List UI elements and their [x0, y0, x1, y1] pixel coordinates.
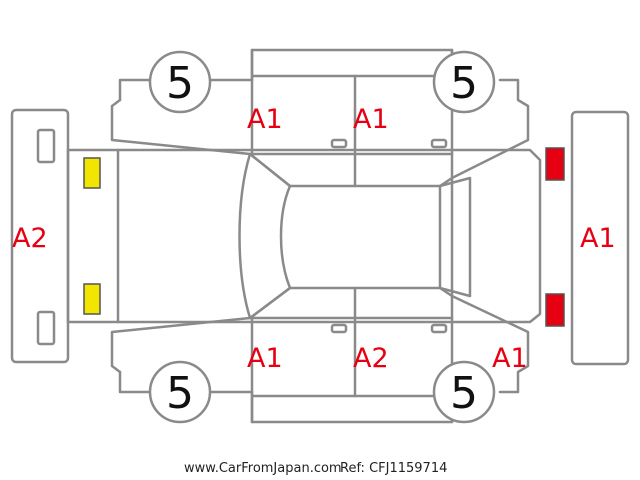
- front-lamp-markers: [83, 157, 101, 315]
- rear-lamp-markers: [545, 147, 565, 327]
- damage-label-bottom-quarter: A1: [492, 343, 528, 374]
- rear-bumper: [570, 110, 630, 366]
- tire-front-left-tread: 5: [166, 58, 194, 109]
- footer-url: www.CarFromJapan.com: [184, 461, 342, 476]
- tire-rear-left: 5: [432, 50, 496, 114]
- tire-front-right: 5: [148, 360, 212, 424]
- damage-label-top-front-door: A1: [247, 104, 283, 135]
- tire-front-left: 5: [148, 50, 212, 114]
- rear-lamp-lower-marker: [545, 293, 565, 327]
- rear-lamp-upper-marker: [545, 147, 565, 181]
- tire-rear-left-tread: 5: [450, 58, 478, 109]
- tire-rear-right: 5: [432, 360, 496, 424]
- footer-ref: Ref: CFJ1159714: [340, 461, 447, 476]
- tire-front-right-tread: 5: [166, 368, 194, 419]
- damage-label-bottom-rear-door: A2: [353, 343, 389, 374]
- front-lamp-upper-marker: [83, 157, 101, 189]
- damage-label-bottom-front-door: A1: [247, 343, 283, 374]
- damage-label-rear-bumper: A1: [580, 223, 616, 254]
- top-view-body: [66, 148, 542, 324]
- damage-label-top-rear-door: A1: [353, 104, 389, 135]
- tire-rear-right-tread: 5: [450, 368, 478, 419]
- damage-label-front-bumper: A2: [12, 223, 48, 254]
- front-lamp-lower-marker: [83, 283, 101, 315]
